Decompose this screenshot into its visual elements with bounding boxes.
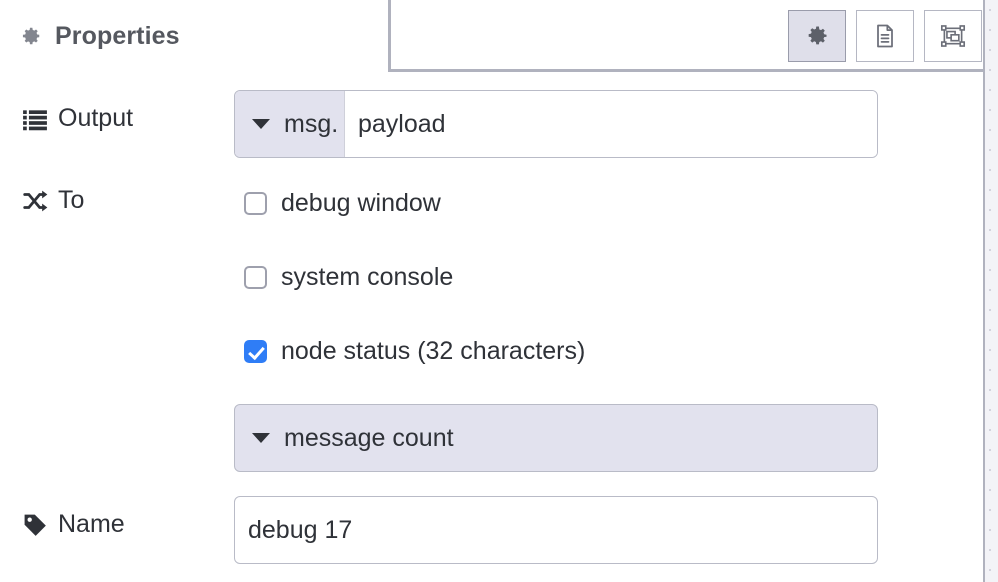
checkbox-row-system-console[interactable]: system console (244, 263, 453, 292)
gear-icon (22, 27, 40, 45)
to-label-text: To (58, 186, 85, 214)
output-type-label: msg. (284, 109, 339, 138)
gear-icon (808, 26, 827, 45)
output-label-text: Output (58, 104, 134, 132)
output-label: Output (22, 104, 133, 133)
status-type-label: message count (284, 423, 454, 452)
panel-title: Properties (55, 21, 180, 50)
document-icon (877, 24, 893, 48)
list-icon (23, 109, 47, 130)
name-label-text: Name (58, 510, 125, 538)
object-group-icon (940, 25, 966, 47)
checkbox-row-debug-window[interactable]: debug window (244, 189, 441, 218)
tag-icon (24, 514, 46, 536)
header-divider (391, 69, 983, 72)
output-type-select[interactable]: msg. (235, 91, 345, 157)
tab-button-properties[interactable] (788, 10, 846, 62)
checkbox-debug-window[interactable] (244, 192, 267, 215)
checkbox-label-debug-window: debug window (281, 189, 441, 217)
panel-header: Properties (0, 0, 983, 72)
row-name: Name debug 17 (0, 496, 983, 566)
tab-button-appearance[interactable] (924, 10, 982, 62)
tab-properties[interactable]: Properties (0, 0, 391, 72)
tab-button-description[interactable] (856, 10, 914, 62)
row-to: To (0, 186, 983, 222)
checkbox-row-node-status[interactable]: node status (32 characters) (244, 337, 585, 366)
row-output: Output msg. payload (0, 90, 983, 160)
checkbox-node-status[interactable] (244, 340, 267, 363)
checkbox-label-node-status: node status (32 characters) (281, 337, 586, 365)
status-type-select[interactable]: message count (234, 404, 878, 472)
chevron-down-icon (252, 119, 270, 129)
checkbox-system-console[interactable] (244, 266, 267, 289)
shuffle-icon (23, 190, 48, 211)
chevron-down-icon (252, 433, 270, 443)
output-value-input[interactable]: payload (345, 91, 877, 157)
output-typed-input[interactable]: msg. payload (234, 90, 878, 158)
checkbox-label-system-console: system console (281, 263, 454, 291)
name-label: Name (22, 510, 125, 539)
to-label: To (22, 186, 84, 215)
name-input[interactable]: debug 17 (234, 496, 878, 564)
